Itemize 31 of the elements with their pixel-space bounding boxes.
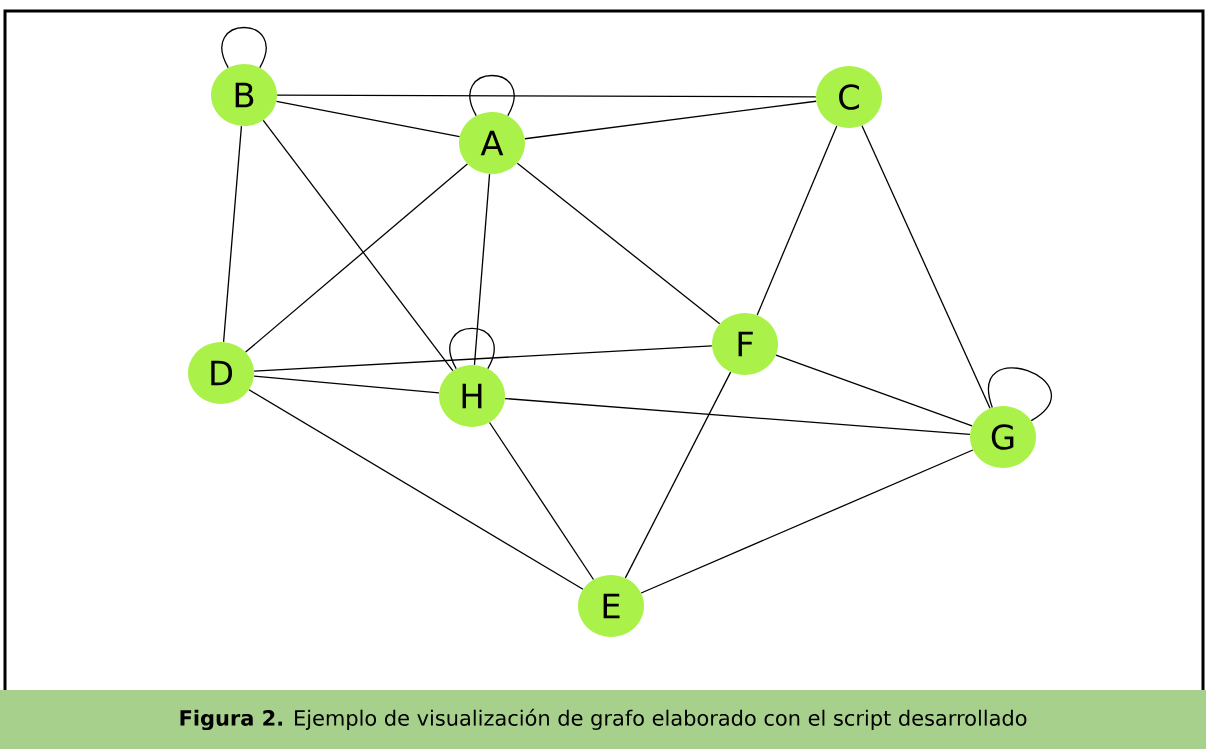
loop-edge xyxy=(449,327,495,370)
graph-node: C xyxy=(816,66,882,128)
graph-edge xyxy=(504,397,971,436)
graph-edge xyxy=(253,345,713,372)
graph-edge xyxy=(516,162,721,325)
graph-node: H xyxy=(439,365,505,427)
graph-edge xyxy=(262,119,454,372)
graph-edge xyxy=(222,125,243,343)
graph-node: F xyxy=(712,313,778,375)
caption-band: Figura 2. Ejemplo de visualización de grafo elaborado con el script desarrollado xyxy=(0,690,1206,749)
loop-edge xyxy=(987,367,1052,422)
graph-edge xyxy=(248,389,584,590)
graph-edge xyxy=(245,163,468,353)
graph-node: A xyxy=(459,112,525,174)
graph-edge xyxy=(756,125,838,316)
graph-edge xyxy=(276,94,817,98)
graph-node: D xyxy=(188,342,254,404)
graph-edge xyxy=(275,100,461,138)
graph-edge xyxy=(640,449,974,594)
loop-edge xyxy=(469,74,515,117)
graph-node: G xyxy=(970,406,1036,468)
graph-edge xyxy=(488,421,595,581)
graph-edge xyxy=(775,354,973,427)
graph-edge xyxy=(624,371,732,579)
graph-node: E xyxy=(578,575,644,637)
graph-edge xyxy=(473,173,491,366)
graph-edge xyxy=(253,375,440,394)
loop-edge xyxy=(221,26,267,69)
graph-node: B xyxy=(211,64,277,126)
graph-edge xyxy=(861,125,991,409)
graph-edge xyxy=(524,100,817,140)
